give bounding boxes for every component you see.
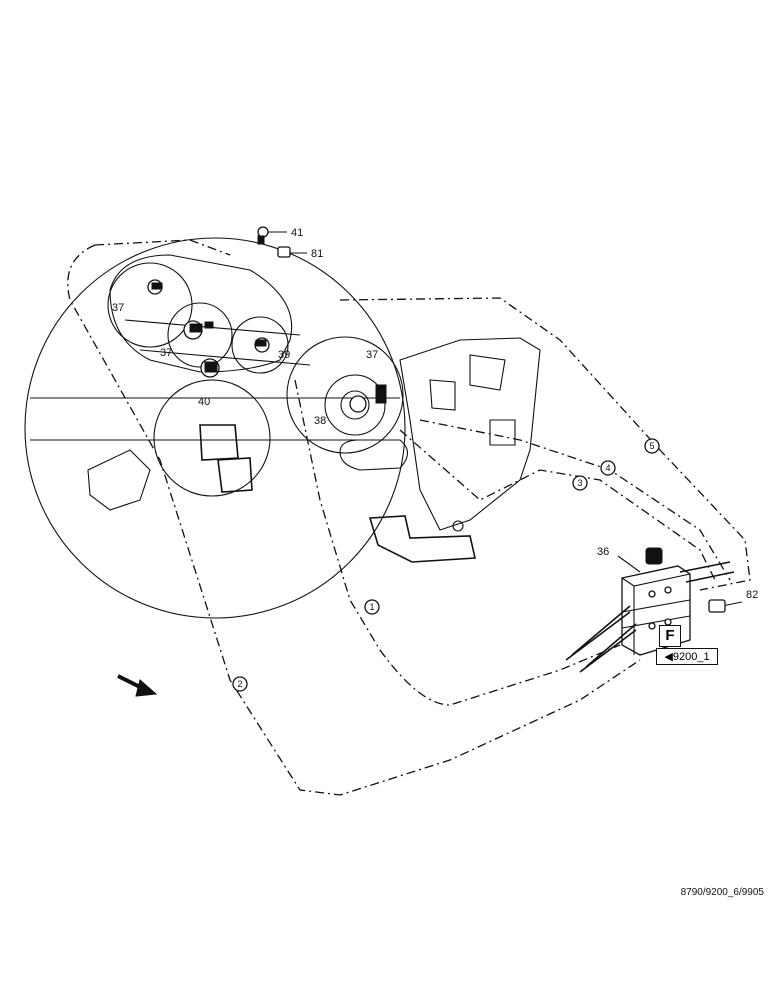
right-housing-outline	[399, 337, 541, 531]
svg-text:3: 3	[577, 478, 582, 488]
housing-detail-2	[429, 379, 456, 411]
mid-pulley	[167, 302, 233, 368]
page-reference-link[interactable]: ◀9200_1	[656, 648, 718, 665]
upper-pulley	[107, 262, 193, 348]
hose-marker-1: 1	[364, 599, 380, 615]
lower-bracket-hole	[452, 520, 464, 532]
fitting-37-mid	[183, 320, 214, 340]
fitting-40	[200, 358, 220, 378]
inner-pulley-left	[153, 379, 271, 497]
callout-37-right: 37	[366, 349, 378, 361]
frame-outline-left	[87, 449, 151, 511]
bolt-81	[277, 246, 291, 258]
hose-line-5	[339, 297, 751, 591]
center-pulley-hub	[324, 374, 386, 436]
fitting-37-upper	[147, 279, 163, 295]
callout-38: 38	[314, 415, 326, 427]
callout-41: 41	[291, 227, 303, 239]
callout-36: 36	[597, 546, 609, 558]
oval-slot	[339, 439, 409, 471]
svg-text:5: 5	[649, 441, 654, 451]
bracket-square-lower	[217, 457, 253, 493]
valve-hose-left-2	[571, 605, 631, 656]
callout-37-upper: 37	[112, 302, 124, 314]
fitting-39	[254, 337, 270, 353]
drawing-code: 8790/9200_6/9905	[680, 887, 764, 898]
leader-36	[617, 555, 641, 573]
housing-detail-1	[469, 354, 506, 391]
fitting-41	[257, 226, 269, 245]
hose-marker-3: 3	[572, 475, 588, 491]
center-pulley-hub-inner	[340, 390, 370, 420]
hose-marker-4: 4	[600, 460, 616, 476]
callout-40: 40	[198, 396, 210, 408]
hose-marker-2: 2	[232, 676, 248, 692]
svg-text:2: 2	[237, 679, 242, 689]
svg-text:1: 1	[369, 602, 374, 612]
svg-text:4: 4	[605, 463, 610, 473]
direction-arrow-icon	[117, 674, 158, 697]
inner-pulley-right	[286, 336, 404, 454]
valve-hose-right-1	[679, 561, 731, 573]
section-reference-letter: F	[659, 625, 681, 647]
callout-39: 39	[278, 349, 290, 361]
valve-hose-left-4	[585, 623, 637, 668]
belt-outline-upper	[109, 254, 293, 373]
hose-line-2-top	[94, 239, 231, 256]
callout-37-mid: 37	[160, 347, 172, 359]
hose-line-1	[294, 379, 621, 706]
bracket-square	[199, 424, 239, 461]
hose-line-4	[419, 419, 731, 581]
hose-line-3	[399, 429, 716, 581]
housing-detail-3	[489, 419, 516, 446]
valve-hose-right-2	[685, 571, 735, 583]
lower-bracket	[368, 515, 476, 563]
hose-marker-5: 5	[644, 438, 660, 454]
fitting-37-right	[349, 384, 387, 413]
callout-82: 82	[746, 589, 758, 601]
callout-81: 81	[311, 248, 323, 260]
large-pulley-outline	[24, 237, 406, 619]
hose-line-2	[67, 244, 641, 796]
